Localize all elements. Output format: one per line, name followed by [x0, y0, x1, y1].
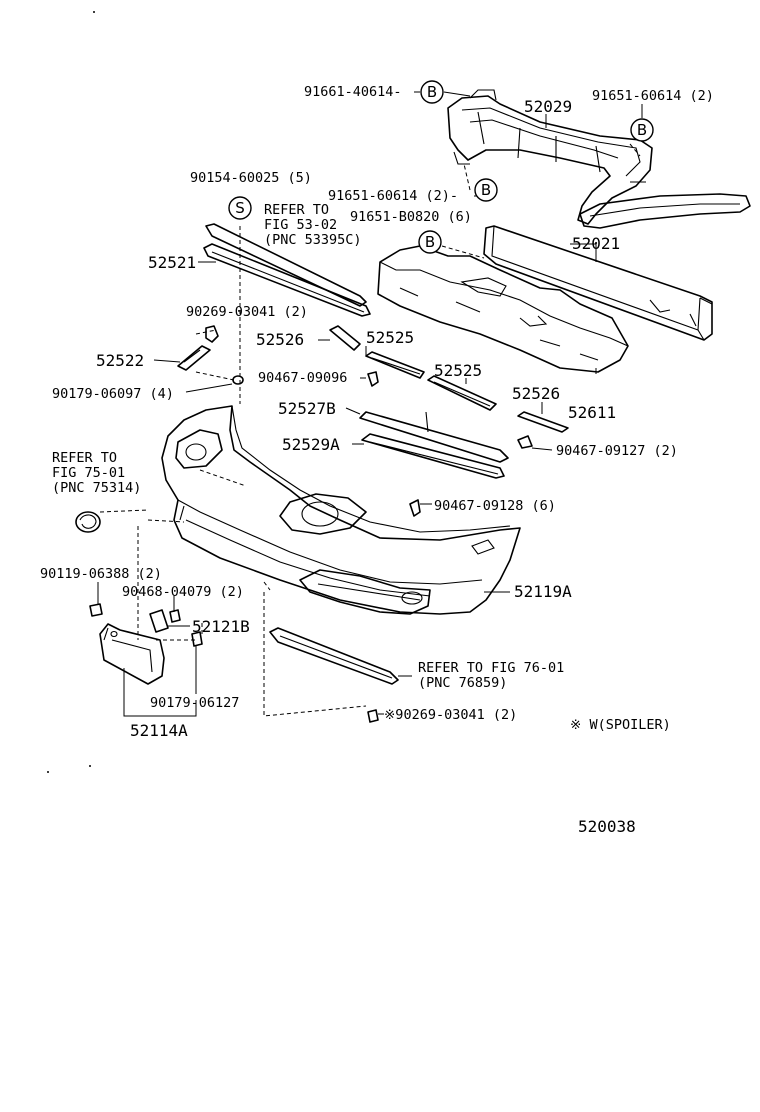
emblem-75314	[75, 511, 101, 533]
svg-text:B: B	[481, 181, 491, 199]
clip-90468-04079	[169, 609, 181, 623]
label-refer-53-line1: REFER TO	[264, 202, 329, 218]
label-90467-09096: 90467-09096	[258, 370, 347, 386]
label-91651-60614-top: 91651-60614 (2)	[592, 88, 714, 104]
piece-52121b	[149, 609, 169, 633]
piece-52525-upper	[365, 351, 425, 379]
label-90119-06388: 90119-06388 (2)	[40, 566, 162, 582]
label-52527b: 52527B	[278, 399, 336, 418]
label-refer-53-line2: FIG 53-02	[264, 217, 337, 233]
label-52521: 52521	[148, 253, 196, 272]
svg-text:B: B	[425, 233, 435, 251]
label-52525-mid: 52525	[434, 361, 482, 380]
label-52121b: 52121B	[192, 617, 250, 636]
label-91651-60614-mid: 91651-60614 (2)-	[328, 188, 458, 204]
piece-52526-upper	[329, 325, 361, 351]
label-90269-03041-top: 90269-03041 (2)	[186, 304, 308, 320]
nut-90179-06097	[232, 375, 244, 385]
bumper-cover-52119a	[161, 405, 521, 615]
spoiler-76859	[269, 627, 399, 685]
label-90179-06127: 90179-06127	[150, 695, 239, 711]
label-52526-mid: 52526	[512, 384, 560, 403]
retainer-52521	[203, 223, 371, 317]
reinforcement-52021	[483, 225, 713, 341]
label-52611: 52611	[568, 403, 616, 422]
clip-90467-09128	[409, 499, 421, 517]
part-labels: 91661-40614- 52029 91651-60614 (2) 90154…	[40, 84, 714, 836]
label-52119a: 52119A	[514, 582, 572, 601]
diagram-code: 520038	[578, 817, 636, 836]
clip-90269-03041-upper	[205, 325, 219, 343]
label-90154-60025: 90154-60025 (5)	[190, 170, 312, 186]
label-90179-06097: 90179-06097 (4)	[52, 386, 174, 402]
absorber-52611	[377, 245, 629, 373]
license-bracket-52114a	[99, 623, 165, 685]
strip-52529a	[361, 433, 505, 479]
label-refer-75-line1: REFER TO	[52, 450, 117, 466]
label-90468-04079: 90468-04079 (2)	[122, 584, 244, 600]
label-52021: 52021	[572, 234, 620, 253]
label-90269-03041-bottom: ※90269-03041 (2)	[384, 707, 517, 723]
label-refer-75-line3: (PNC 75314)	[52, 480, 141, 496]
svg-text:B: B	[637, 121, 647, 139]
clip-90467-09127	[517, 435, 533, 449]
marker-b-4: B	[418, 230, 442, 254]
label-90467-09127: 90467-09127 (2)	[556, 443, 678, 459]
label-91651-b0820: 91651-B0820 (6)	[350, 209, 472, 225]
strip-52527b	[359, 411, 509, 463]
label-refer-75-line2: FIG 75-01	[52, 465, 125, 481]
label-52525-top: 52525	[366, 328, 414, 347]
leader-lines	[97, 91, 643, 717]
piece-52525-mid	[427, 375, 497, 411]
label-52522: 52522	[96, 351, 144, 370]
scan-dots	[47, 11, 95, 773]
label-52526-top: 52526	[256, 330, 304, 349]
marker-s: S	[228, 196, 252, 220]
marker-b-3: B	[474, 178, 498, 202]
bolt-90119-06388	[89, 603, 103, 617]
label-52029: 52029	[524, 97, 572, 116]
label-refer-76-line1: REFER TO FIG 76-01	[418, 660, 564, 676]
svg-text:S: S	[235, 199, 245, 217]
clip-90467-09096	[367, 371, 379, 387]
label-52114a: 52114A	[130, 721, 188, 740]
bracket-52522	[177, 345, 211, 371]
marker-b-1: B	[420, 80, 444, 104]
clip-90269-03041-lower	[367, 709, 379, 723]
radiator-support-52029	[447, 89, 751, 229]
piece-52526-mid	[517, 411, 569, 433]
nut-90179-06127	[191, 631, 203, 647]
label-90467-09128: 90467-09128 (6)	[434, 498, 556, 514]
label-refer-53-line3: (PNC 53395C)	[264, 232, 362, 248]
legend-note: ※ W(SPOILER)	[570, 717, 671, 733]
label-91661-40614: 91661-40614-	[304, 84, 402, 100]
marker-b-2: B	[630, 118, 654, 142]
svg-text:B: B	[427, 83, 437, 101]
label-refer-76-line2: (PNC 76859)	[418, 675, 507, 691]
label-52529a: 52529A	[282, 435, 340, 454]
